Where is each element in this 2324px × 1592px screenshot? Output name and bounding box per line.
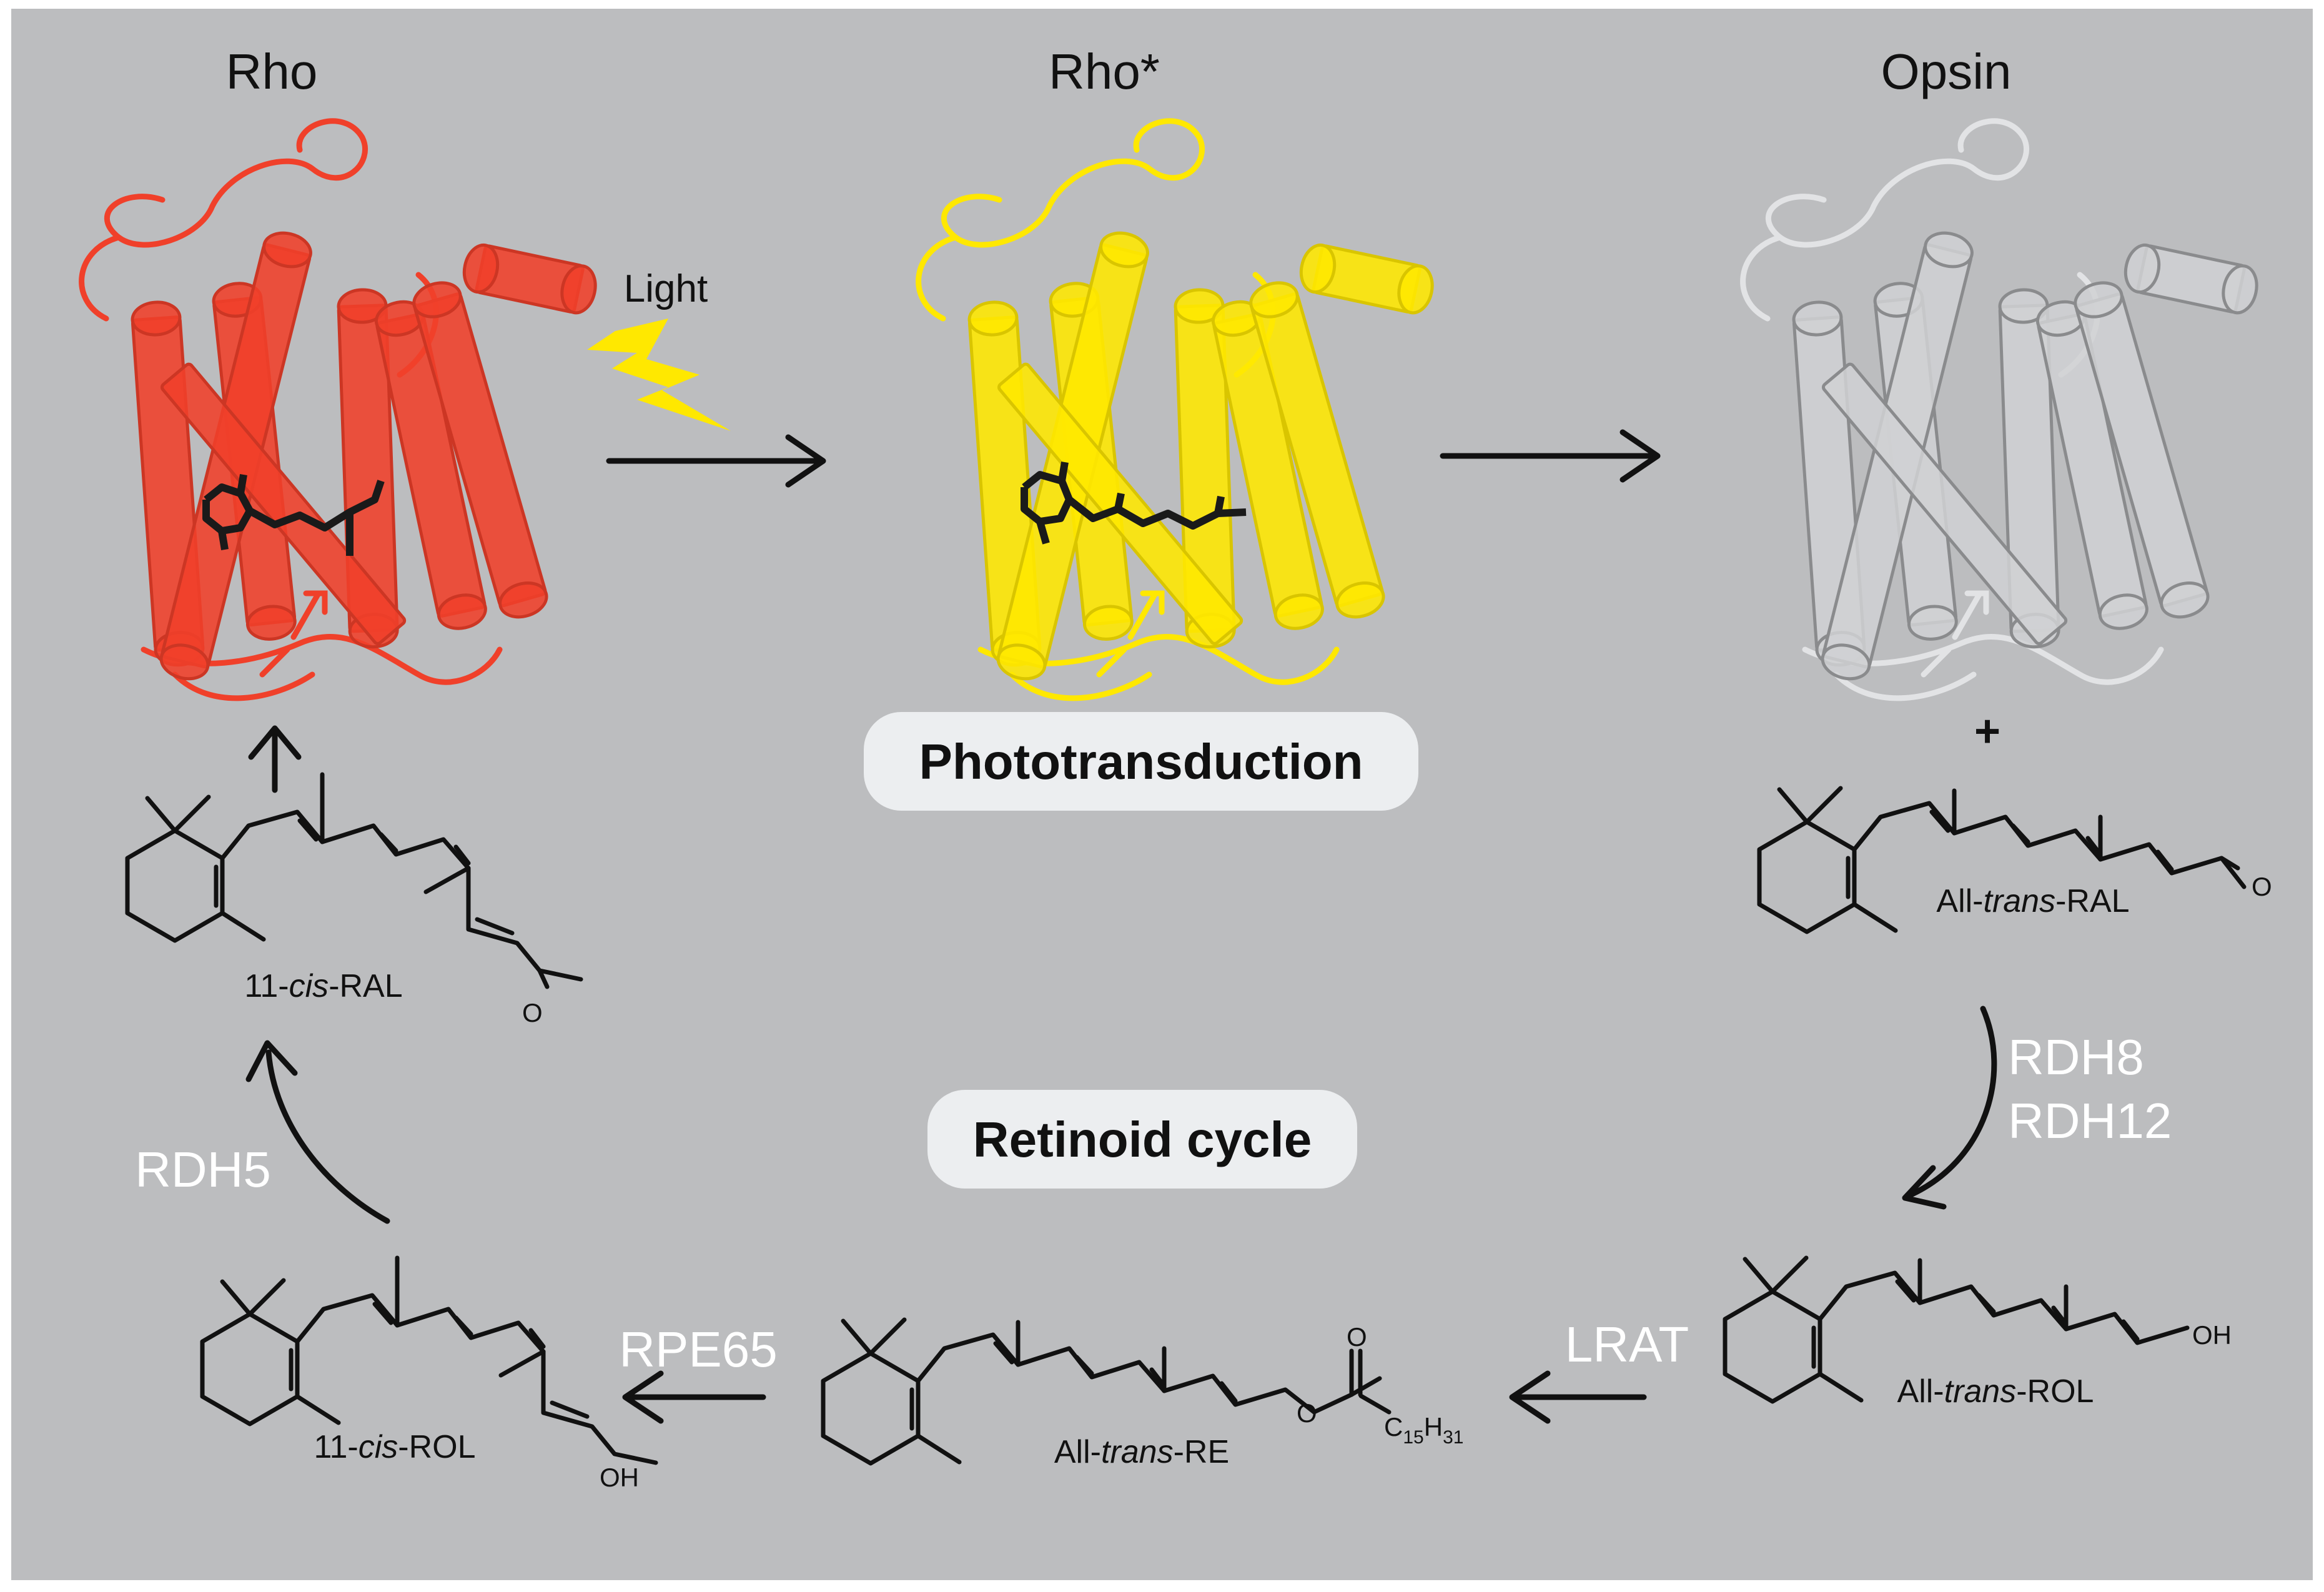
ral-oxygen: O — [2252, 872, 2272, 901]
lightning-icon — [587, 319, 731, 431]
all-trans-rol-label: All-trans-ROL — [1897, 1373, 2094, 1410]
rho-star-chromophore — [1021, 462, 1247, 545]
svg-text:Phototransduction: Phototransduction — [919, 734, 1363, 789]
re-carbonyl-oxygen: O — [1347, 1322, 1367, 1352]
lrat-arrow — [1509, 1370, 1647, 1424]
all-trans-re-structure: O O C15H31 — [823, 1320, 1463, 1463]
opsin-title: Opsin — [1881, 44, 2012, 99]
rdh-reduction-arrow — [1902, 1006, 1997, 1210]
all-trans-re-label: All-trans-RE — [1054, 1434, 1229, 1470]
rho-star-title: Rho* — [1049, 44, 1160, 99]
all-trans-ral-label: All-trans-RAL — [1936, 883, 2129, 919]
11-cis-rol-structure: OH — [202, 1255, 658, 1492]
11-cis-ral-label: 11-cis-RAL — [244, 968, 402, 1004]
rho-title: Rho — [226, 44, 318, 99]
all-trans-rol-structure: OH — [1725, 1258, 2232, 1402]
light-activation-arrow — [606, 434, 826, 488]
decay-arrow — [1440, 429, 1661, 483]
cis-ral-oxygen: O — [522, 998, 543, 1027]
cis-rol-hydroxyl: OH — [600, 1463, 639, 1492]
rdh8-label: RDH8 — [2008, 1029, 2144, 1085]
rho-chromophore — [202, 474, 385, 556]
rho-star-protein — [916, 118, 1434, 701]
rdh12-label: RDH12 — [2008, 1093, 2172, 1149]
svg-text:Retinoid cycle: Retinoid cycle — [973, 1112, 1312, 1167]
rpe65-label: RPE65 — [619, 1322, 777, 1377]
lrat-label: LRAT — [1565, 1317, 1689, 1372]
light-label: Light — [624, 267, 708, 310]
11-cis-ral-structure: O — [127, 772, 583, 1027]
11-cis-rol-label: 11-cis-ROL — [314, 1429, 475, 1465]
rpe65-arrow — [622, 1370, 766, 1424]
rho-protein — [79, 118, 597, 701]
re-ester-oxygen: O — [1297, 1398, 1317, 1428]
rol-hydroxyl: OH — [2192, 1320, 2232, 1350]
phototransduction-label: Phototransduction — [864, 712, 1418, 811]
retinoid-cycle-label: Retinoid cycle — [927, 1090, 1357, 1189]
rdh5-label: RDH5 — [135, 1142, 271, 1197]
all-trans-ral-structure: O — [1759, 788, 2272, 932]
rdh5-arrow — [245, 1040, 390, 1224]
regeneration-arrow — [248, 725, 302, 793]
opsin-protein — [1740, 118, 2258, 701]
re-acyl-chain: C15H31 — [1384, 1412, 1463, 1448]
plus-sign: + — [1974, 706, 2000, 756]
